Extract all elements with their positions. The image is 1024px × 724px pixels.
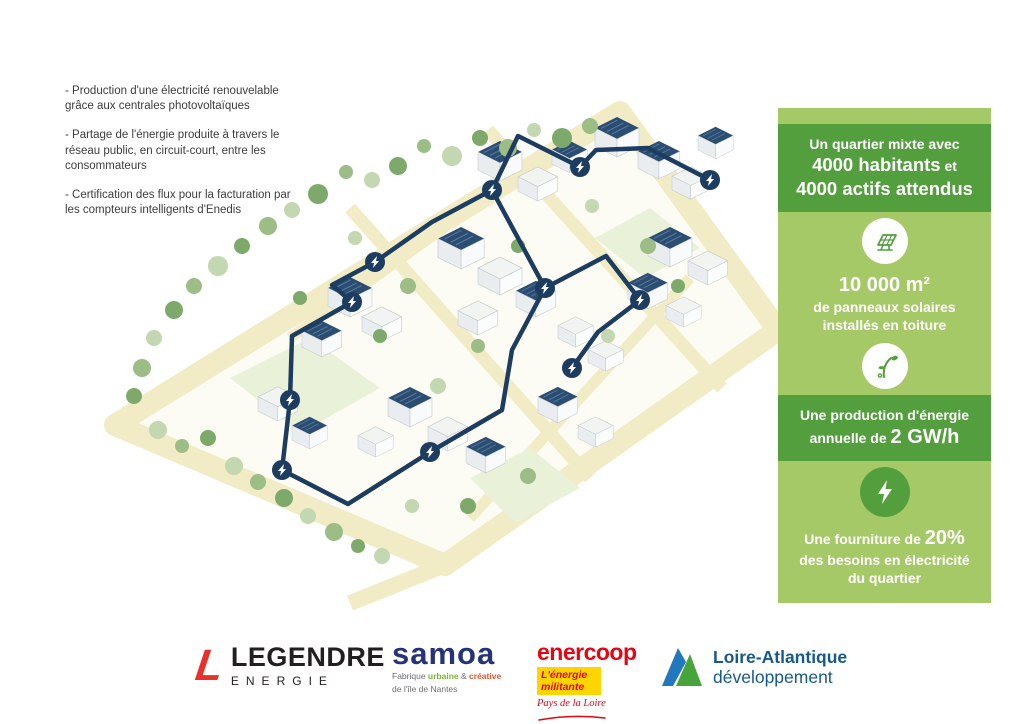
legendre-subtitle: ENERGIE — [230, 674, 334, 688]
stat-production-value: 2 GW/h — [890, 425, 960, 448]
samoa-name: samoa — [392, 636, 496, 671]
stat-residents: Un quartier mixte avec 4000 habitants et… — [778, 124, 991, 213]
stat-residents-value1: 4000 habitants — [812, 154, 941, 176]
enercoop-swoosh-icon — [538, 715, 606, 721]
stat-production: Une production d'énergie annuelle de 2 G… — [778, 394, 991, 461]
note-item: - Certification des flux pour la factura… — [65, 188, 291, 217]
legendre-mark-icon: L — [192, 641, 227, 690]
loire-atlantique-name: Loire-Atlantique — [713, 646, 848, 667]
loire-atlantique-logo: Loire-Atlantique développement — [660, 646, 847, 688]
loire-atlantique-mark-icon — [662, 648, 702, 686]
solar-panel-icon — [861, 218, 908, 265]
energy-node-icon — [535, 278, 555, 298]
lightning-icon — [859, 466, 910, 517]
enercoop-logo: enercoop L'énergie militante Pays de la … — [537, 641, 637, 724]
energy-node-icon — [630, 290, 650, 310]
energy-node-icon — [700, 170, 720, 190]
note-item: - Partage de l'énergie produite à traver… — [65, 129, 280, 172]
samoa-subtitle: de l'île de Nantes — [392, 684, 458, 695]
sprout-icon — [861, 342, 908, 389]
stat-solar-area-value: 10 000 m² — [838, 274, 931, 297]
energy-node-icon — [342, 292, 362, 312]
stat-supply: Une fourniture de 20% des besoins en éle… — [799, 526, 970, 587]
samoa-tagline: Fabrique urbaine & créative — [392, 671, 502, 681]
enercoop-region: Pays de la Loire — [537, 698, 606, 710]
stat-supply-value: 20% — [924, 526, 965, 549]
energy-node-icon — [570, 157, 590, 177]
district-illustration — [104, 101, 780, 611]
stat-residents-line1: Un quartier mixte avec — [809, 136, 960, 152]
legendre-name: LEGENDRE — [230, 642, 385, 672]
energy-node-icon — [280, 390, 300, 410]
energy-node-icon — [272, 460, 292, 480]
stat-solar-area: 10 000 m² de panneaux solaires installés… — [778, 270, 991, 336]
stats-panel: Un quartier mixte avec 4000 habitants et… — [778, 108, 991, 604]
key-points: - Production d'une électricité renouvela… — [65, 84, 293, 232]
energy-node-icon — [562, 358, 582, 378]
enercoop-tagline: L'énergie militante — [537, 667, 601, 696]
note-item: - Production d'une électricité renouvela… — [65, 85, 279, 113]
legendre-logo: L LEGENDRE ENERGIE — [192, 641, 385, 690]
stat-residents-value2: 4000 actifs attendus — [796, 178, 973, 200]
samoa-logo: samoa Fabrique urbaine & créative de l'î… — [392, 638, 522, 695]
energy-network — [279, 133, 713, 507]
enercoop-name: enercoop — [537, 639, 637, 665]
energy-node-icon — [365, 252, 385, 272]
energy-node-icon — [420, 442, 440, 462]
energy-node-icon — [482, 180, 502, 200]
loire-atlantique-subtitle: développement — [713, 667, 833, 687]
